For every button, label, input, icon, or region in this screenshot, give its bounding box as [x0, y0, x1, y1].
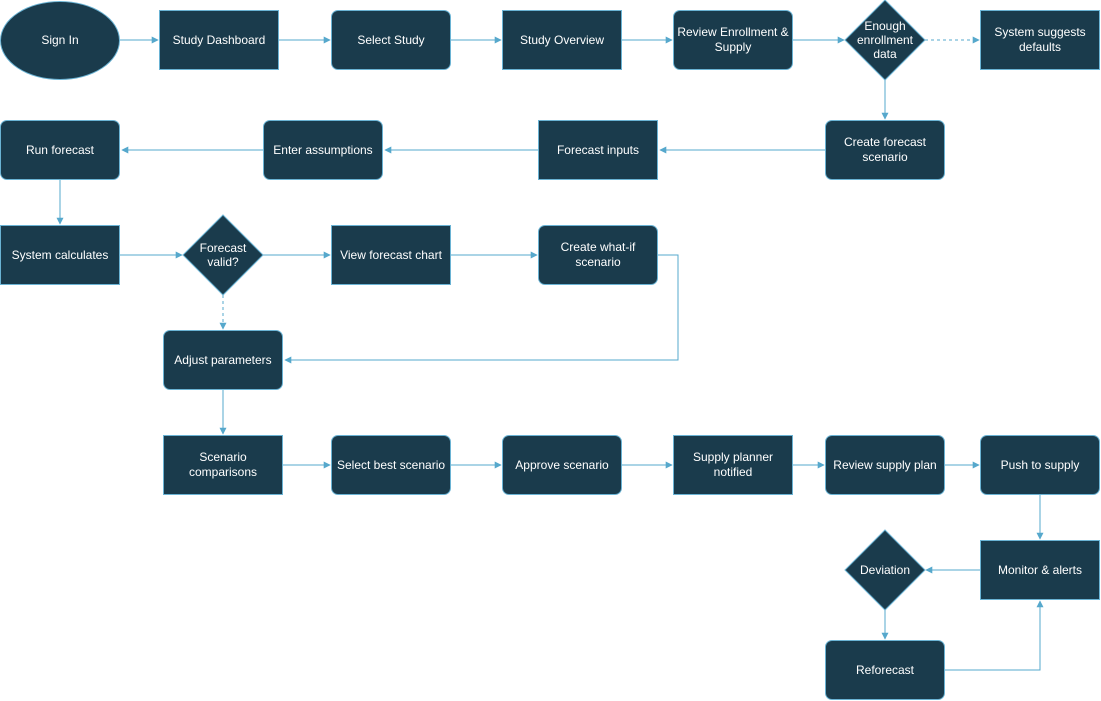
node-push-supply: Push to supply: [980, 435, 1100, 495]
node-approve-scenario: Approve scenario: [502, 435, 622, 495]
node-monitor-alerts: Monitor & alerts: [980, 540, 1100, 600]
decision-forecast-valid-label: Forecast valid?: [199, 241, 247, 269]
edge-reforecast-monitor: [945, 600, 1044, 671]
node-review-enrollment: Review Enrollment & Supply: [673, 10, 793, 70]
node-create-whatif: Create what-if scenario: [538, 225, 658, 285]
node-select-study: Select Study: [331, 10, 451, 70]
node-study-dashboard: Study Dashboard: [159, 10, 279, 70]
node-adjust-parameters: Adjust parameters: [163, 330, 283, 390]
node-system-defaults: System suggests defaults: [980, 10, 1100, 70]
node-enter-assumptions: Enter assumptions: [263, 120, 383, 180]
node-scenario-comparisons: Scenario comparisons: [163, 435, 283, 495]
node-select-best: Select best scenario: [331, 435, 451, 495]
node-forecast-inputs: Forecast inputs: [538, 120, 658, 180]
node-study-overview: Study Overview: [502, 10, 622, 70]
node-view-chart: View forecast chart: [331, 225, 451, 285]
node-planner-notified: Supply planner notified: [673, 435, 793, 495]
decision-deviation-label: Deviation: [859, 563, 911, 577]
decision-enough-data-label: Enough enrollment data: [856, 19, 914, 61]
node-run-forecast: Run forecast: [0, 120, 120, 180]
node-create-scenario: Create forecast scenario: [825, 120, 945, 180]
edge-whatif-adjust: [284, 254, 679, 364]
node-review-supply: Review supply plan: [825, 435, 945, 495]
node-reforecast: Reforecast: [825, 640, 945, 700]
node-sign-in: Sign In: [0, 1, 120, 80]
node-system-calculates: System calculates: [0, 225, 120, 285]
